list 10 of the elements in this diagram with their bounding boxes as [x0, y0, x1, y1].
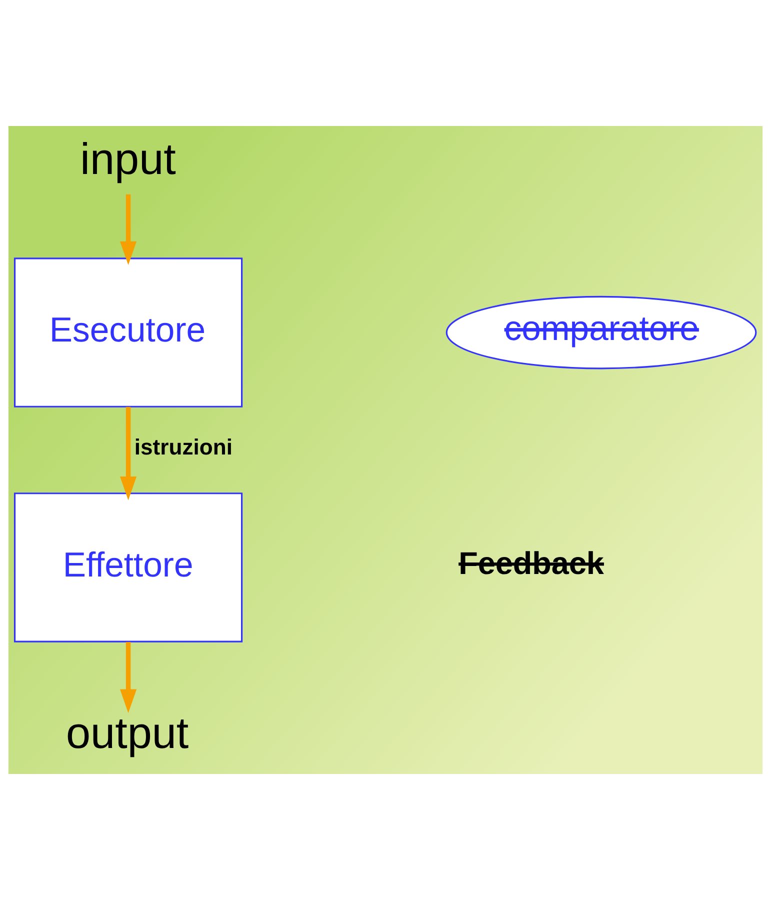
label: Feedback	[458, 544, 604, 580]
edge-label: istruzioni	[134, 434, 232, 459]
arrow	[120, 406, 137, 500]
arrow	[120, 642, 137, 713]
node-box: Esecutore	[14, 257, 243, 407]
arrow	[120, 194, 137, 265]
node-box: Effettore	[14, 492, 243, 642]
node-ellipse: comparatore	[446, 295, 757, 369]
node-text: input	[80, 134, 176, 184]
node-text: output	[66, 708, 189, 758]
